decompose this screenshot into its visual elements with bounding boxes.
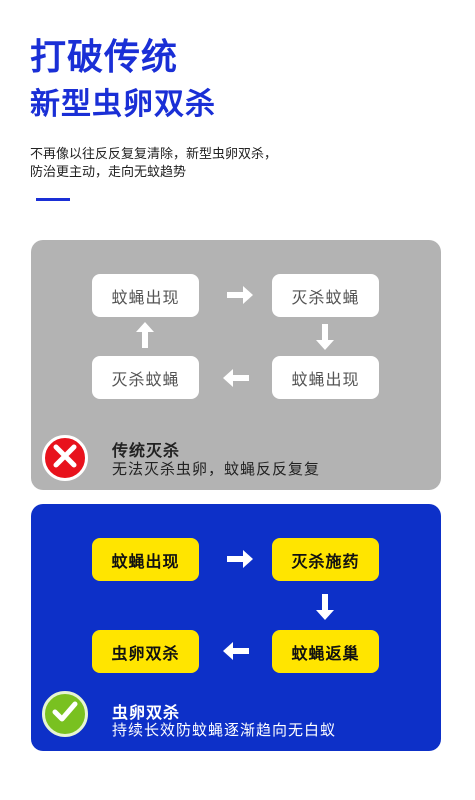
title-divider xyxy=(36,198,70,201)
new-step-egg-kill: 虫卵双杀 xyxy=(92,630,199,673)
checkmark-badge xyxy=(42,691,88,737)
new-step-flies-return: 蚊蝇返巢 xyxy=(272,630,379,673)
traditional-step-flies-appear: 蚊蝇出现 xyxy=(92,274,199,317)
headline-line-2: 新型虫卵双杀 xyxy=(30,87,216,122)
arrow-left-icon xyxy=(221,368,251,388)
traditional-note-title: 传统灭杀 xyxy=(112,441,181,460)
description-line-2: 防治更主动，走向无蚊趋势 xyxy=(30,165,187,180)
traditional-step-flies-reappear: 蚊蝇出现 xyxy=(272,356,379,399)
headline-line-1: 打破传统 xyxy=(30,37,179,78)
checkmark-icon xyxy=(52,701,78,727)
arrow-right-icon xyxy=(225,549,255,569)
traditional-step-kill-flies: 灭杀蚊蝇 xyxy=(272,274,379,317)
cross-icon xyxy=(53,444,77,472)
new-method-panel: 蚊蝇出现 灭杀施药 蚊蝇返巢 虫卵双杀 虫卵双杀 持续长效防蚊蝇逐渐趋向无白蚁 xyxy=(31,504,441,751)
new-method-note-title: 虫卵双杀 xyxy=(112,703,181,722)
arrow-left-icon xyxy=(221,641,251,661)
arrow-right-icon xyxy=(225,285,255,305)
arrow-down-icon xyxy=(315,592,335,622)
arrow-up-icon xyxy=(135,320,155,350)
cross-badge xyxy=(42,435,88,481)
new-step-flies-appear: 蚊蝇出现 xyxy=(92,538,199,581)
traditional-step-kill-again: 灭杀蚊蝇 xyxy=(92,356,199,399)
arrow-down-icon xyxy=(315,322,335,352)
traditional-cycle-panel: 蚊蝇出现 灭杀蚊蝇 蚊蝇出现 灭杀蚊蝇 传统灭杀 无法灭杀虫卵，蚊蝇反反复复 xyxy=(31,240,441,490)
new-method-note-text: 持续长效防蚊蝇逐渐趋向无白蚁 xyxy=(112,721,337,739)
description-line-1: 不再像以往反反复复清除，新型虫卵双杀， xyxy=(30,147,278,162)
traditional-note-text: 无法灭杀虫卵，蚊蝇反反复复 xyxy=(112,460,321,478)
new-step-kill-apply: 灭杀施药 xyxy=(272,538,379,581)
